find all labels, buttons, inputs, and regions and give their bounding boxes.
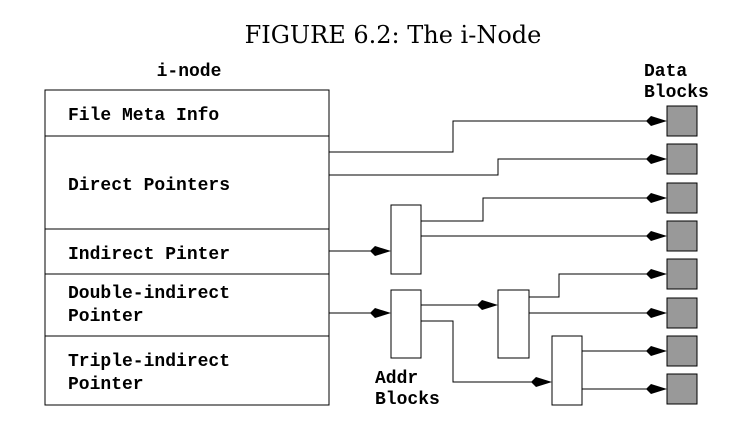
arrowhead (370, 246, 391, 256)
inode-row-label-indirect: Indirect Pinter (68, 245, 230, 265)
arrowhead (531, 377, 552, 387)
addr-blocks-label-line2: Blocks (375, 390, 440, 410)
inode-row-indirect (44, 228, 330, 275)
arrowhead (646, 116, 667, 126)
data-block (666, 335, 698, 367)
data-blocks-label-line2: Blocks (644, 83, 709, 103)
data-block (666, 297, 698, 329)
inode-row-label-double-2: Pointer (68, 307, 144, 327)
arrowhead (646, 154, 667, 164)
addr-block-triple (551, 335, 583, 406)
inode-row-meta (44, 89, 330, 137)
arrowhead (646, 231, 667, 241)
arrowhead (646, 308, 667, 318)
addr-block-double-l2 (497, 289, 530, 359)
connector-direct-2 (329, 158, 652, 176)
arrowhead (646, 384, 667, 394)
inode-row-label-triple-1: Triple-indirect (68, 352, 230, 372)
addr-block-double-l1 (390, 289, 422, 359)
inode-table (44, 89, 330, 406)
data-block (666, 105, 698, 137)
connector-direct-1 (329, 120, 652, 153)
inode-row-label-triple-2: Pointer (68, 375, 144, 395)
data-blocks-label-line1: Data (644, 62, 687, 82)
inode-heading: i-node (157, 62, 222, 82)
data-block (666, 258, 698, 290)
arrowhead (646, 193, 667, 203)
inode-row-label-double-1: Double-indirect (68, 284, 230, 304)
inode-row-direct (44, 135, 330, 230)
addr-blocks-label-line1: Addr (375, 369, 418, 389)
arrowhead (646, 269, 667, 279)
inode-row-double (44, 273, 330, 337)
connector-double-out-1 (529, 273, 652, 298)
connector-triple (421, 320, 536, 383)
data-block (666, 143, 698, 175)
inode-row-label-meta: File Meta Info (68, 106, 219, 126)
data-blocks-column (666, 105, 698, 405)
arrowhead (646, 346, 667, 356)
inode-row-label-direct: Direct Pointers (68, 176, 230, 196)
figure-title: FIGURE 6.2: The i-Node (245, 21, 542, 49)
inode-row-triple (44, 335, 330, 406)
connectors (329, 120, 652, 390)
connector-indirect-out-1 (421, 197, 652, 222)
data-block (666, 182, 698, 214)
arrowheads (370, 116, 667, 394)
arrowhead (370, 308, 391, 318)
arrowhead (477, 300, 498, 310)
data-block (666, 220, 698, 252)
data-block (666, 373, 698, 405)
addr-block-indirect (390, 204, 422, 275)
